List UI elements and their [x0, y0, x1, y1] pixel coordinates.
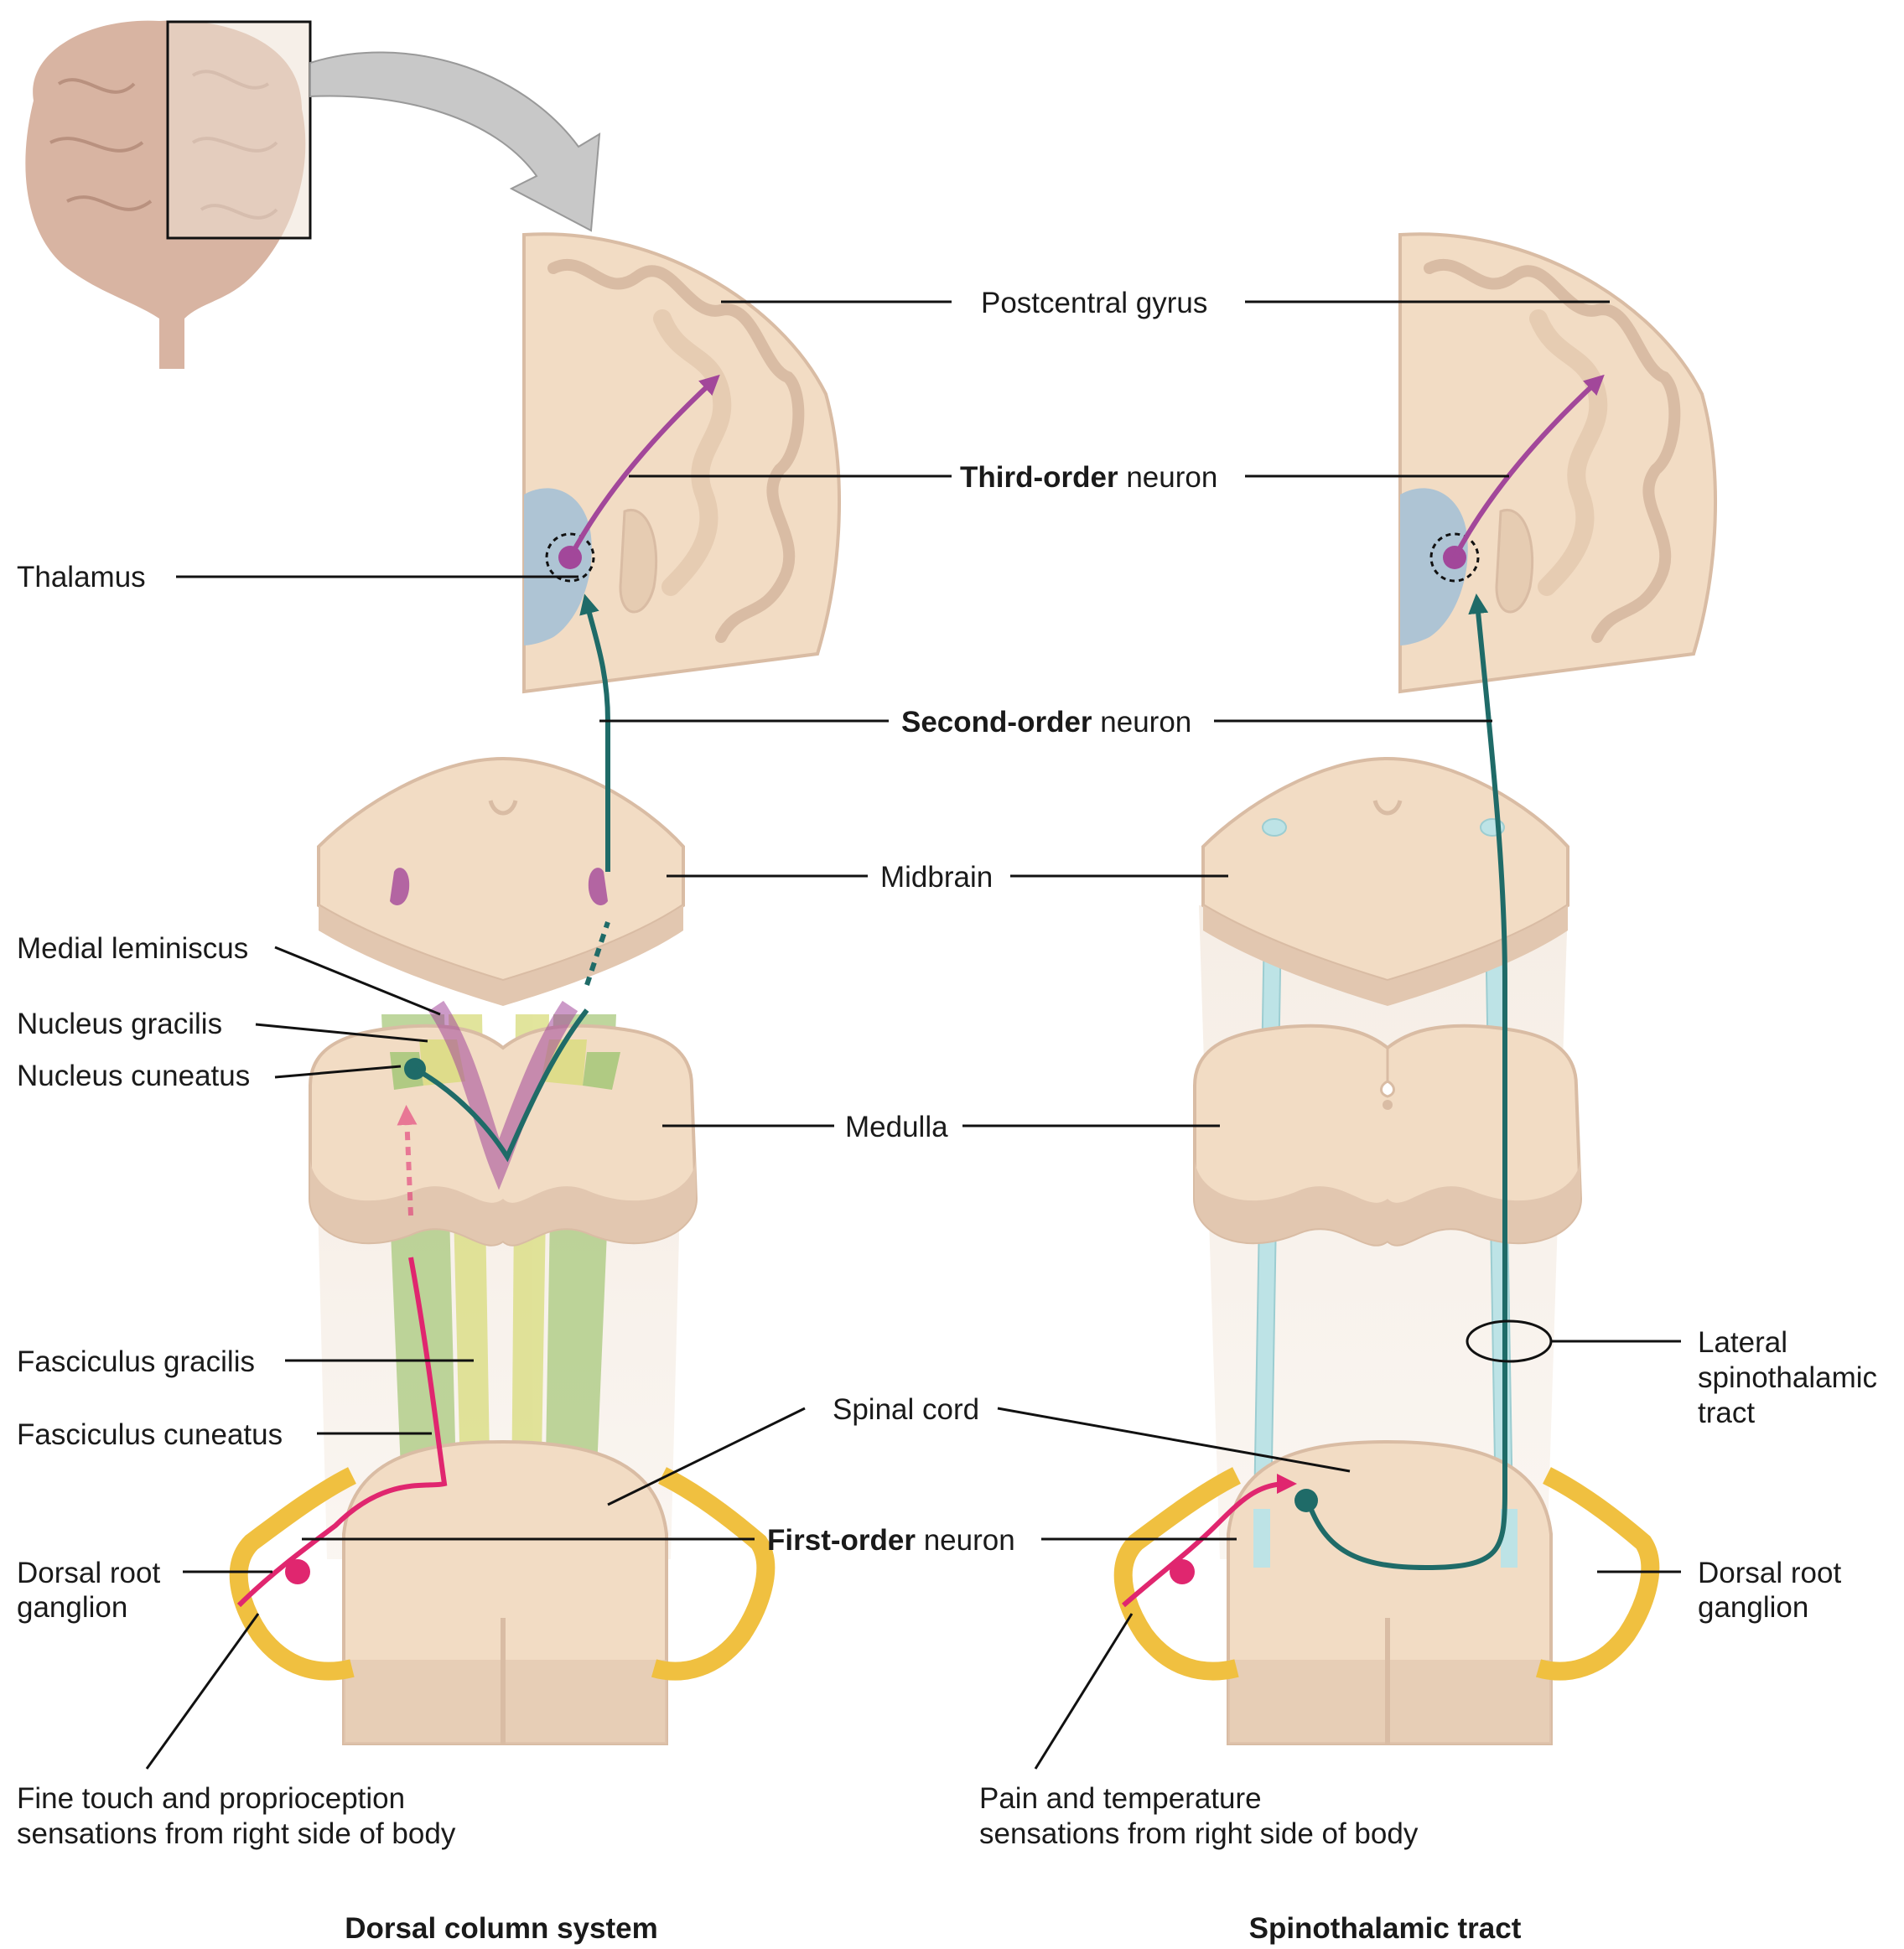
first-order-neuron-right — [1122, 1474, 1297, 1608]
label-dorsal-root-ganglion-right-line1: Dorsal root — [1698, 1557, 1841, 1589]
label-midbrain: Midbrain — [880, 861, 993, 894]
label-third-order-neuron: Third-order neuron — [960, 461, 1217, 494]
label-first-order-neuron: First-order neuron — [767, 1524, 1015, 1557]
label-dorsal-root-ganglion-left-line2: ganglion — [17, 1591, 127, 1624]
dorsal-root-ganglion-left-nerves — [229, 1467, 776, 1681]
label-nucleus-gracilis: Nucleus gracilis — [17, 1008, 222, 1040]
label-lateral-spinothalamic-line2: spinothalamic — [1698, 1361, 1877, 1394]
label-nucleus-cuneatus: Nucleus cuneatus — [17, 1060, 250, 1092]
brain-thumbnail — [25, 20, 312, 369]
medulla-section-right — [1193, 1024, 1583, 1247]
label-dorsal-root-ganglion-left-line1: Dorsal root — [17, 1557, 160, 1589]
midbrain-section-left — [317, 756, 685, 1006]
caption-dorsal-column-system: Dorsal column system — [345, 1912, 657, 1945]
label-spinal-cord: Spinal cord — [833, 1393, 979, 1426]
dorsal-root-ganglion-right-nerves — [1113, 1467, 1660, 1681]
label-medial-lemniscus: Medial leminiscus — [17, 932, 248, 965]
label-postcentral-gyrus: Postcentral gyrus — [981, 287, 1207, 319]
cortex-section-right — [1398, 232, 1717, 694]
leader-lines — [145, 300, 1681, 1770]
dorsal-root-ganglion-cell-left — [285, 1559, 310, 1584]
second-order-neuron-left — [413, 1008, 589, 1163]
caption-spinothalamic-tract: Spinothalamic tract — [1249, 1912, 1522, 1945]
spinal-cord-neuron-body-right — [1294, 1489, 1318, 1512]
label-pain-temperature-line1: Pain and temperature — [979, 1782, 1262, 1815]
label-lateral-spinothalamic-line3: tract — [1698, 1397, 1755, 1429]
thalamus-synapse-ring-left — [545, 532, 595, 583]
first-order-neuron-left — [236, 1257, 448, 1608]
spinal-cord-section-right — [1227, 1439, 1553, 1745]
second-order-neuron-left-ascending — [579, 594, 610, 872]
midbrain-section-right — [1201, 756, 1569, 1006]
label-second-order-neuron: Second-order neuron — [901, 706, 1191, 739]
spinal-cord-section-left — [342, 1439, 668, 1745]
third-order-neuron-right — [1452, 374, 1605, 559]
zoom-arrow — [309, 51, 601, 232]
second-order-neuron-left-dashed — [584, 921, 610, 986]
label-fasciculus-gracilis: Fasciculus gracilis — [17, 1345, 255, 1378]
medial-lemniscus-tract — [428, 1000, 578, 1190]
label-medulla: Medulla — [845, 1111, 948, 1143]
label-fasciculus-cuneatus: Fasciculus cuneatus — [17, 1418, 283, 1451]
second-order-neuron-right — [1305, 594, 1507, 1571]
third-order-neuron-left — [568, 374, 720, 559]
first-order-neuron-left-dashed — [397, 1105, 418, 1216]
thalamus-synapse-ring-right — [1429, 532, 1480, 583]
label-dorsal-root-ganglion-right-line2: ganglion — [1698, 1591, 1808, 1624]
cortex-section-left — [522, 232, 841, 694]
label-fine-touch-line1: Fine touch and proprioception — [17, 1782, 405, 1815]
label-pain-temperature-line2: sensations from right side of body — [979, 1817, 1419, 1850]
dorsal-root-ganglion-cell-right — [1170, 1559, 1195, 1584]
label-fine-touch-line2: sensations from right side of body — [17, 1817, 456, 1850]
label-lateral-spinothalamic-line1: Lateral — [1698, 1326, 1787, 1359]
label-thalamus: Thalamus — [17, 561, 146, 594]
